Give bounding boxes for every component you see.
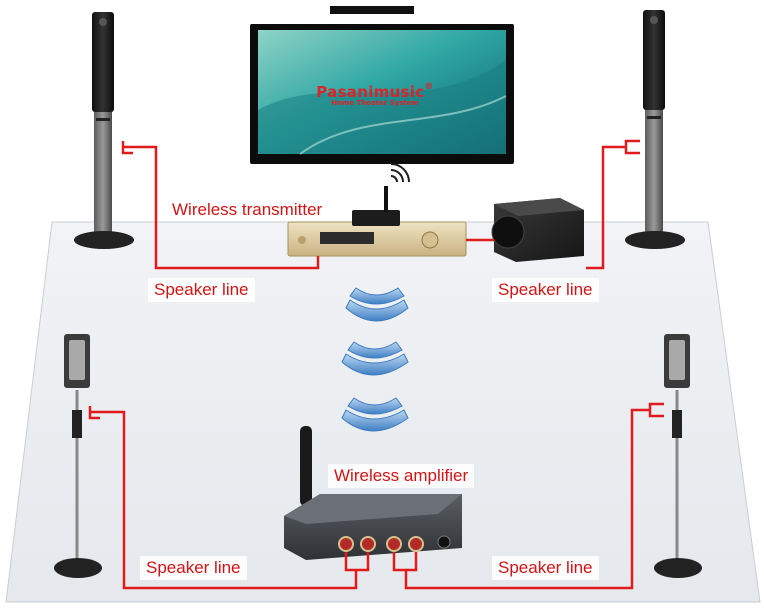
speaker-wire [88, 139, 664, 590]
registered-mark: ® [424, 82, 434, 92]
ceiling-mount [330, 6, 414, 14]
label-speaker-line-top-left: Speaker line [148, 278, 255, 302]
label-speaker-line-bottom-left: Speaker line [140, 556, 247, 580]
amplifier-icon [287, 186, 467, 257]
amplifier-icon [284, 426, 462, 560]
wireless-signal-icon [341, 287, 409, 432]
label-speaker-line-top-right: Speaker line [492, 278, 599, 302]
label-speaker-line-bottom-right: Speaker line [492, 556, 599, 580]
speaker-icon [74, 12, 134, 249]
tv-brand-subtitle: Home Theater System [331, 99, 419, 107]
tv-icon [250, 24, 514, 164]
label-wireless-transmitter: Wireless transmitter [172, 200, 323, 219]
speaker-icon [625, 10, 685, 249]
wireless-signal-icon [390, 163, 410, 183]
tv-brand-logo: Pasanimusic® Home Theater System [300, 82, 450, 107]
subwoofer-icon [491, 198, 584, 262]
speaker-icon [654, 334, 702, 578]
speaker-icon [54, 334, 102, 578]
label-wireless-amplifier: Wireless amplifier [328, 464, 475, 488]
tv-brand-name: Pasanimusic [316, 83, 425, 101]
